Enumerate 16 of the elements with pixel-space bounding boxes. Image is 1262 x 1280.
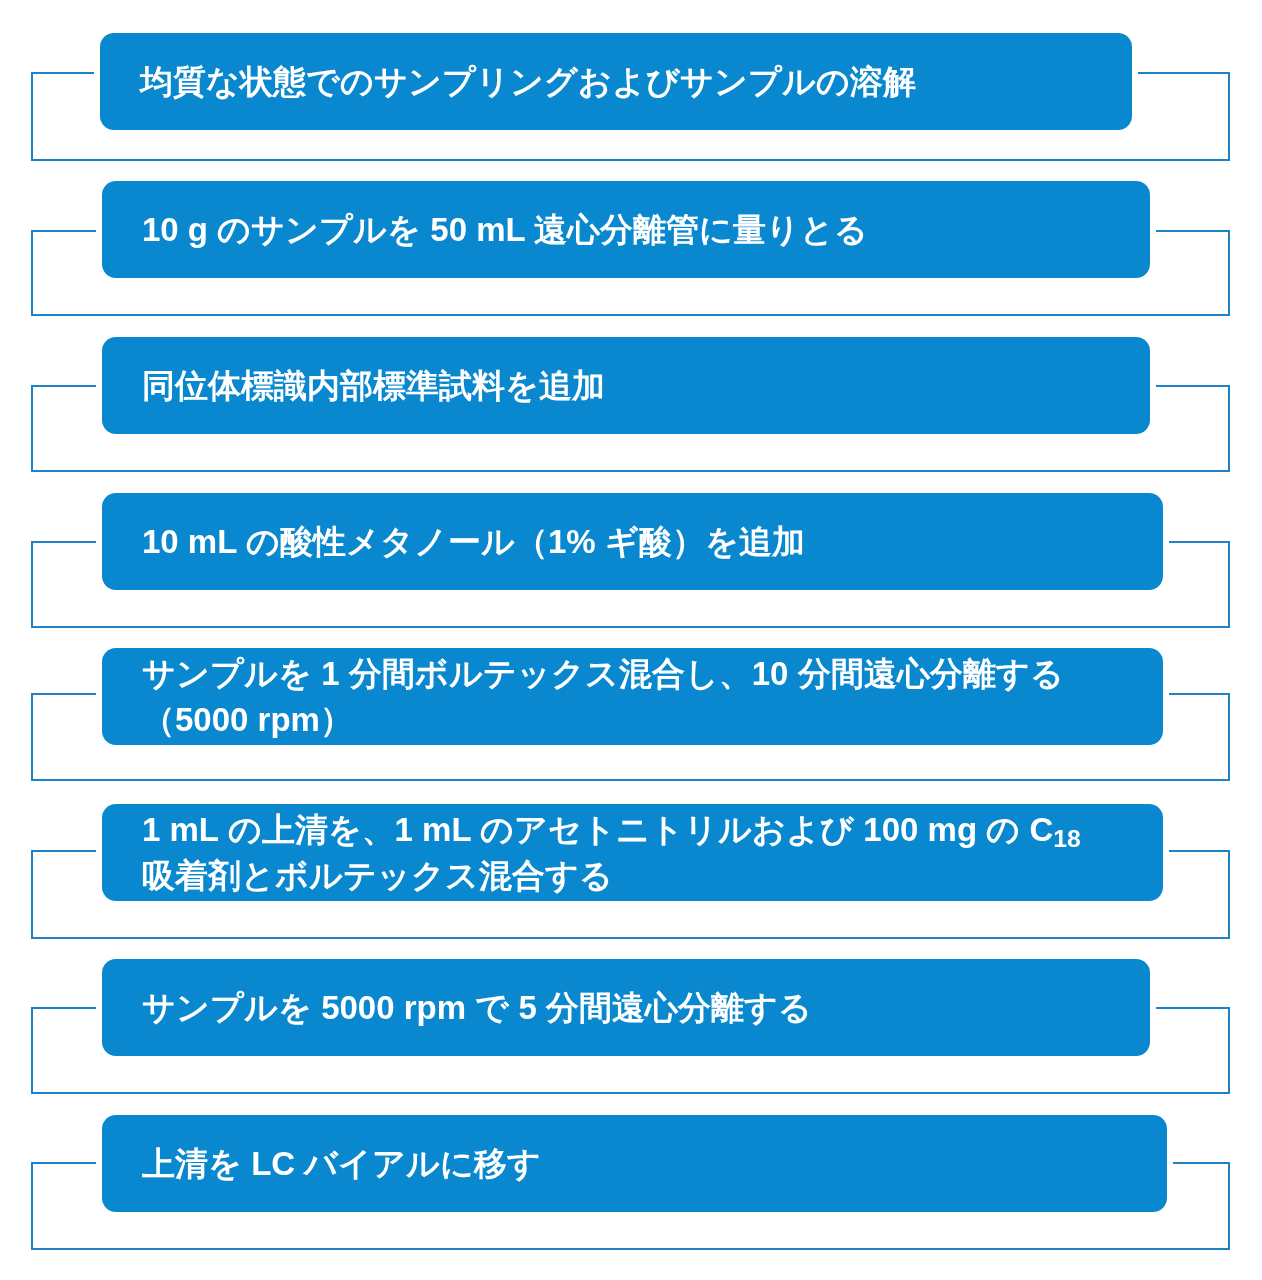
step-text: 10 mL の酸性メタノール（1% ギ酸）を追加 [142,521,805,562]
step-box [102,959,1150,1056]
step-box [100,33,1132,130]
step-box [102,804,1163,901]
step-text: サンプルを 1 分間ボルテックス混合し、10 分間遠心分離する（5000 rpm） [142,653,1065,740]
step-text: 1 mL の上清を、1 mL のアセトニトリルおよび 100 mg の C$_{18}$吸着剤とボルテックス混合する [142,809,1082,896]
step-text: 上清を LC バイアルに移す [142,1143,542,1184]
step-box [102,648,1163,745]
step-box [102,1115,1167,1212]
step-text: サンプルを 5000 rpm で 5 分間遠心分離する [142,987,812,1028]
step-box [102,337,1150,434]
step-text: 10 g のサンプルを 50 mL 遠心分離管に量りとる [142,209,869,250]
step-box [102,181,1150,278]
step-box [102,493,1163,590]
step-text: 均質な状態でのサンプリングおよびサンプルの溶解 [140,61,916,102]
step-text: 同位体標識内部標準試料を追加 [142,365,605,406]
